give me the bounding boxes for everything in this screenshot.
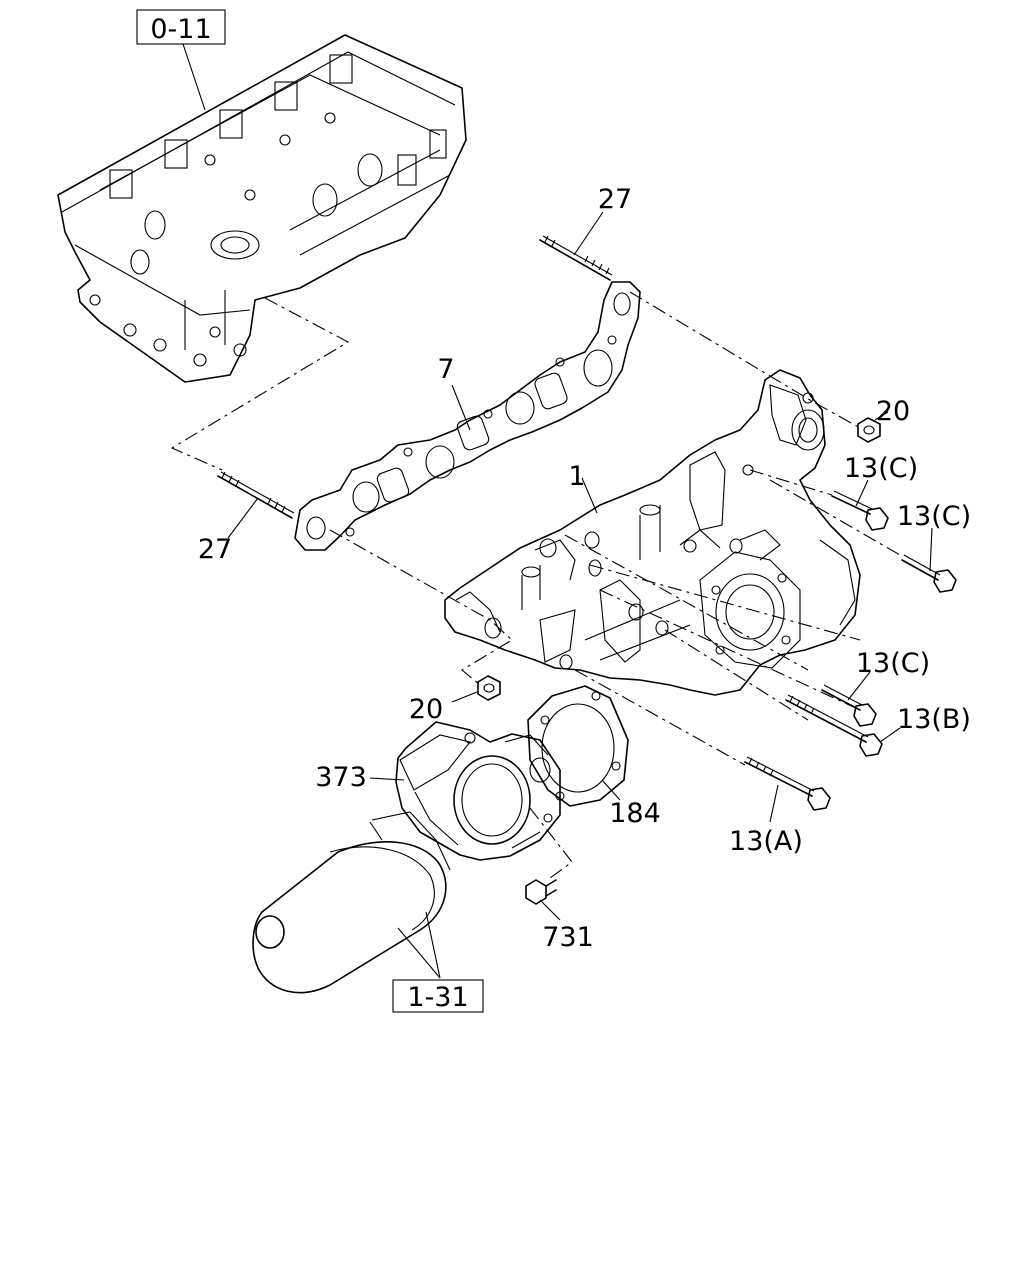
manifold-gasket [294,281,641,551]
bolt-b [785,694,883,757]
callout-nut-left: 20 [409,694,443,725]
callout-bolt-a: 13(A) [729,826,803,857]
callout-manifold: 1 [568,461,585,492]
intake-pipe-part [252,811,451,994]
throttle-body-part [395,721,561,861]
bolt-c1 [831,490,889,531]
ref-box-intake-pipe[interactable]: 1-31 [392,979,484,1013]
nut-right [857,417,881,443]
ref-label-cylinder-head: 0-11 [150,14,211,45]
stud-top [539,235,613,281]
callout-nut-right: 20 [876,396,910,427]
ref-label-intake-pipe: 1-31 [407,982,468,1013]
throttle-gasket [527,685,629,807]
callout-bolt-c3: 13(C) [856,648,930,679]
throttle-bolt [525,879,557,905]
callout-stud-top: 27 [598,184,632,215]
callout-bolt-b: 13(B) [897,704,971,735]
callout-throttle-body: 373 [315,762,367,793]
cylinder-head-part [57,34,467,383]
callout-bolt-c1: 13(C) [844,453,918,484]
stud-left [217,471,295,519]
callout-gasket: 7 [437,354,454,385]
callout-bolt-c2: 13(C) [897,501,971,532]
callout-throttle-gasket: 184 [609,798,661,829]
ref-box-cylinder-head[interactable]: 0-11 [136,9,226,45]
intake-manifold-part [444,369,861,696]
bolt-a [744,756,831,811]
nut-left [477,675,501,701]
callout-stud-left: 27 [198,534,232,565]
bolt-c3 [821,684,877,727]
bolt-c2 [901,554,957,593]
callout-throttle-bolt: 731 [542,922,594,953]
